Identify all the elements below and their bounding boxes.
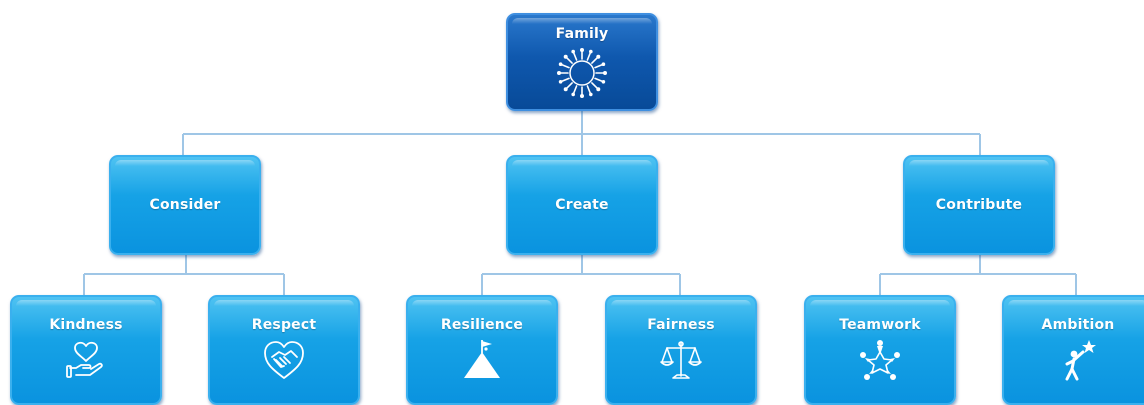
node-kindness-label: Kindness <box>49 317 123 333</box>
node-respect-label: Respect <box>251 317 317 333</box>
node-consider-label: Consider <box>149 197 221 213</box>
heart-in-hand-icon <box>64 338 108 382</box>
connector-lines <box>83 110 1077 297</box>
node-kindness: Kindness <box>10 295 162 405</box>
balance-scale-icon <box>659 338 703 382</box>
node-ambition: Ambition <box>1002 295 1144 405</box>
mountain-flag-icon <box>460 338 504 382</box>
node-ambition-label: Ambition <box>1041 317 1115 333</box>
reaching-star-icon <box>1056 338 1100 382</box>
node-family-label: Family <box>555 26 609 42</box>
node-contribute: Contribute <box>903 155 1055 255</box>
node-teamwork: Teamwork <box>804 295 956 405</box>
sun-ring-icon <box>556 47 608 99</box>
node-respect: Respect <box>208 295 360 405</box>
node-create: Create <box>506 155 658 255</box>
node-create-label: Create <box>555 197 609 213</box>
team-star-icon <box>858 338 902 382</box>
node-contribute-label: Contribute <box>935 197 1023 213</box>
node-fairness: Fairness <box>605 295 757 405</box>
handshake-heart-icon <box>262 338 306 382</box>
node-teamwork-label: Teamwork <box>839 317 921 333</box>
node-consider: Consider <box>109 155 261 255</box>
node-fairness-label: Fairness <box>647 317 715 333</box>
node-resilience-label: Resilience <box>440 317 524 333</box>
node-family: Family <box>506 13 658 111</box>
node-resilience: Resilience <box>406 295 558 405</box>
